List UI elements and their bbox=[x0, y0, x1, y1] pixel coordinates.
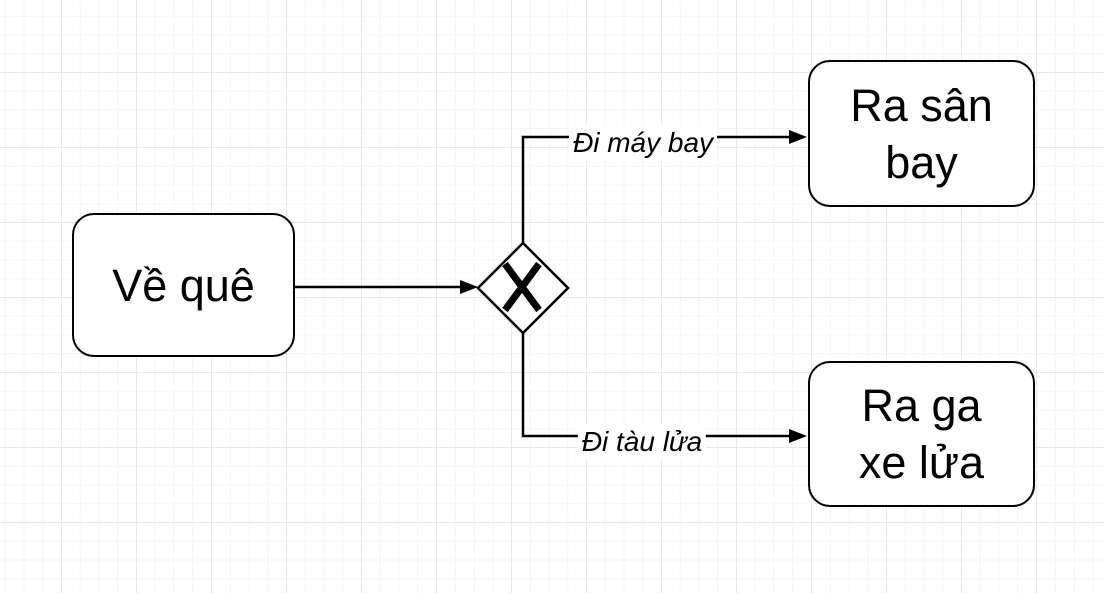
edge-label-di-tau-lua[interactable]: Đi tàu lửa bbox=[577, 424, 707, 460]
arrowhead-icon bbox=[789, 429, 807, 443]
gateway-x-icon bbox=[502, 261, 542, 313]
exclusive-gateway[interactable] bbox=[476, 241, 570, 335]
edge-label-di-may-bay[interactable]: Đi máy bay bbox=[568, 125, 718, 161]
node-ra-san-bay[interactable]: Ra sân bay bbox=[808, 60, 1035, 207]
node-label: Ra ga xe lửa bbox=[858, 380, 985, 488]
arrowhead-icon bbox=[789, 130, 807, 144]
edge-ve-que-to-gateway[interactable] bbox=[295, 280, 478, 294]
arrowhead-icon bbox=[460, 280, 478, 294]
node-ve-que[interactable]: Về quê bbox=[72, 213, 295, 357]
node-label: Ra sân bay bbox=[850, 79, 993, 188]
node-label: Về quê bbox=[112, 259, 255, 311]
node-ra-ga-xe-lua[interactable]: Ra ga xe lửa bbox=[808, 361, 1035, 507]
